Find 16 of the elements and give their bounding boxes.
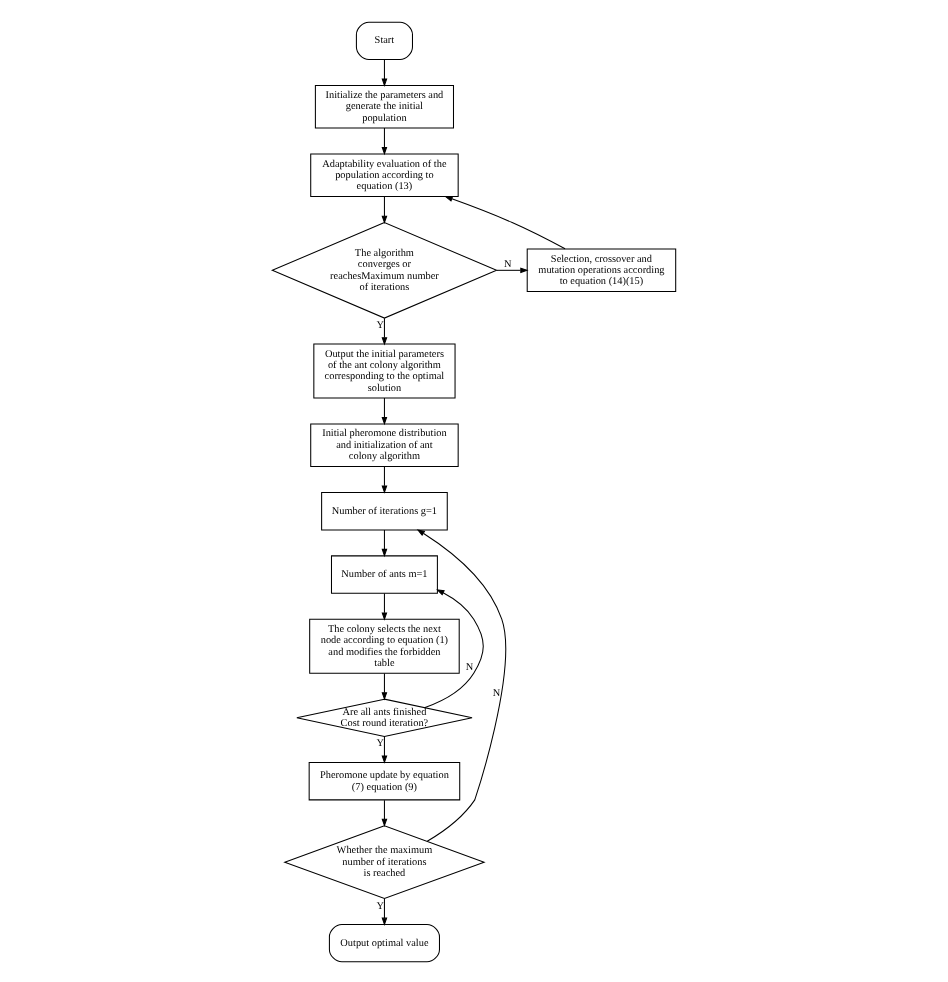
arrow <box>444 195 566 249</box>
arrow <box>381 195 388 224</box>
arrow <box>416 528 507 841</box>
arrow <box>381 798 388 827</box>
arrow <box>381 897 388 925</box>
arrow <box>381 126 388 155</box>
arrow <box>381 58 388 86</box>
arrow <box>381 735 388 763</box>
arrow <box>381 316 388 345</box>
arrow <box>381 465 388 493</box>
arrow <box>381 592 388 620</box>
arrow <box>381 528 388 557</box>
arrow <box>381 672 388 700</box>
arrow <box>381 396 388 425</box>
arrow <box>496 266 529 273</box>
arrow <box>423 588 484 708</box>
